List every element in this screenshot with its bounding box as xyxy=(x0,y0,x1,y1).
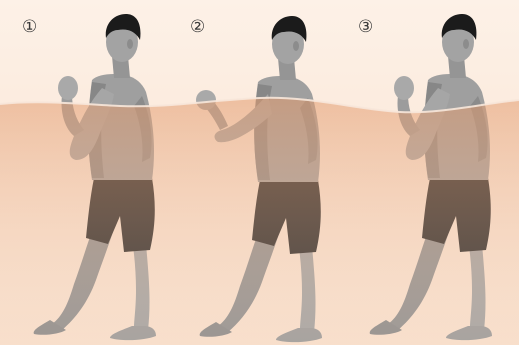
step-number-2: ② xyxy=(190,17,205,37)
water-overlay xyxy=(0,98,519,345)
step-number-3: ③ xyxy=(358,17,373,37)
step-number-1: ① xyxy=(22,17,37,37)
